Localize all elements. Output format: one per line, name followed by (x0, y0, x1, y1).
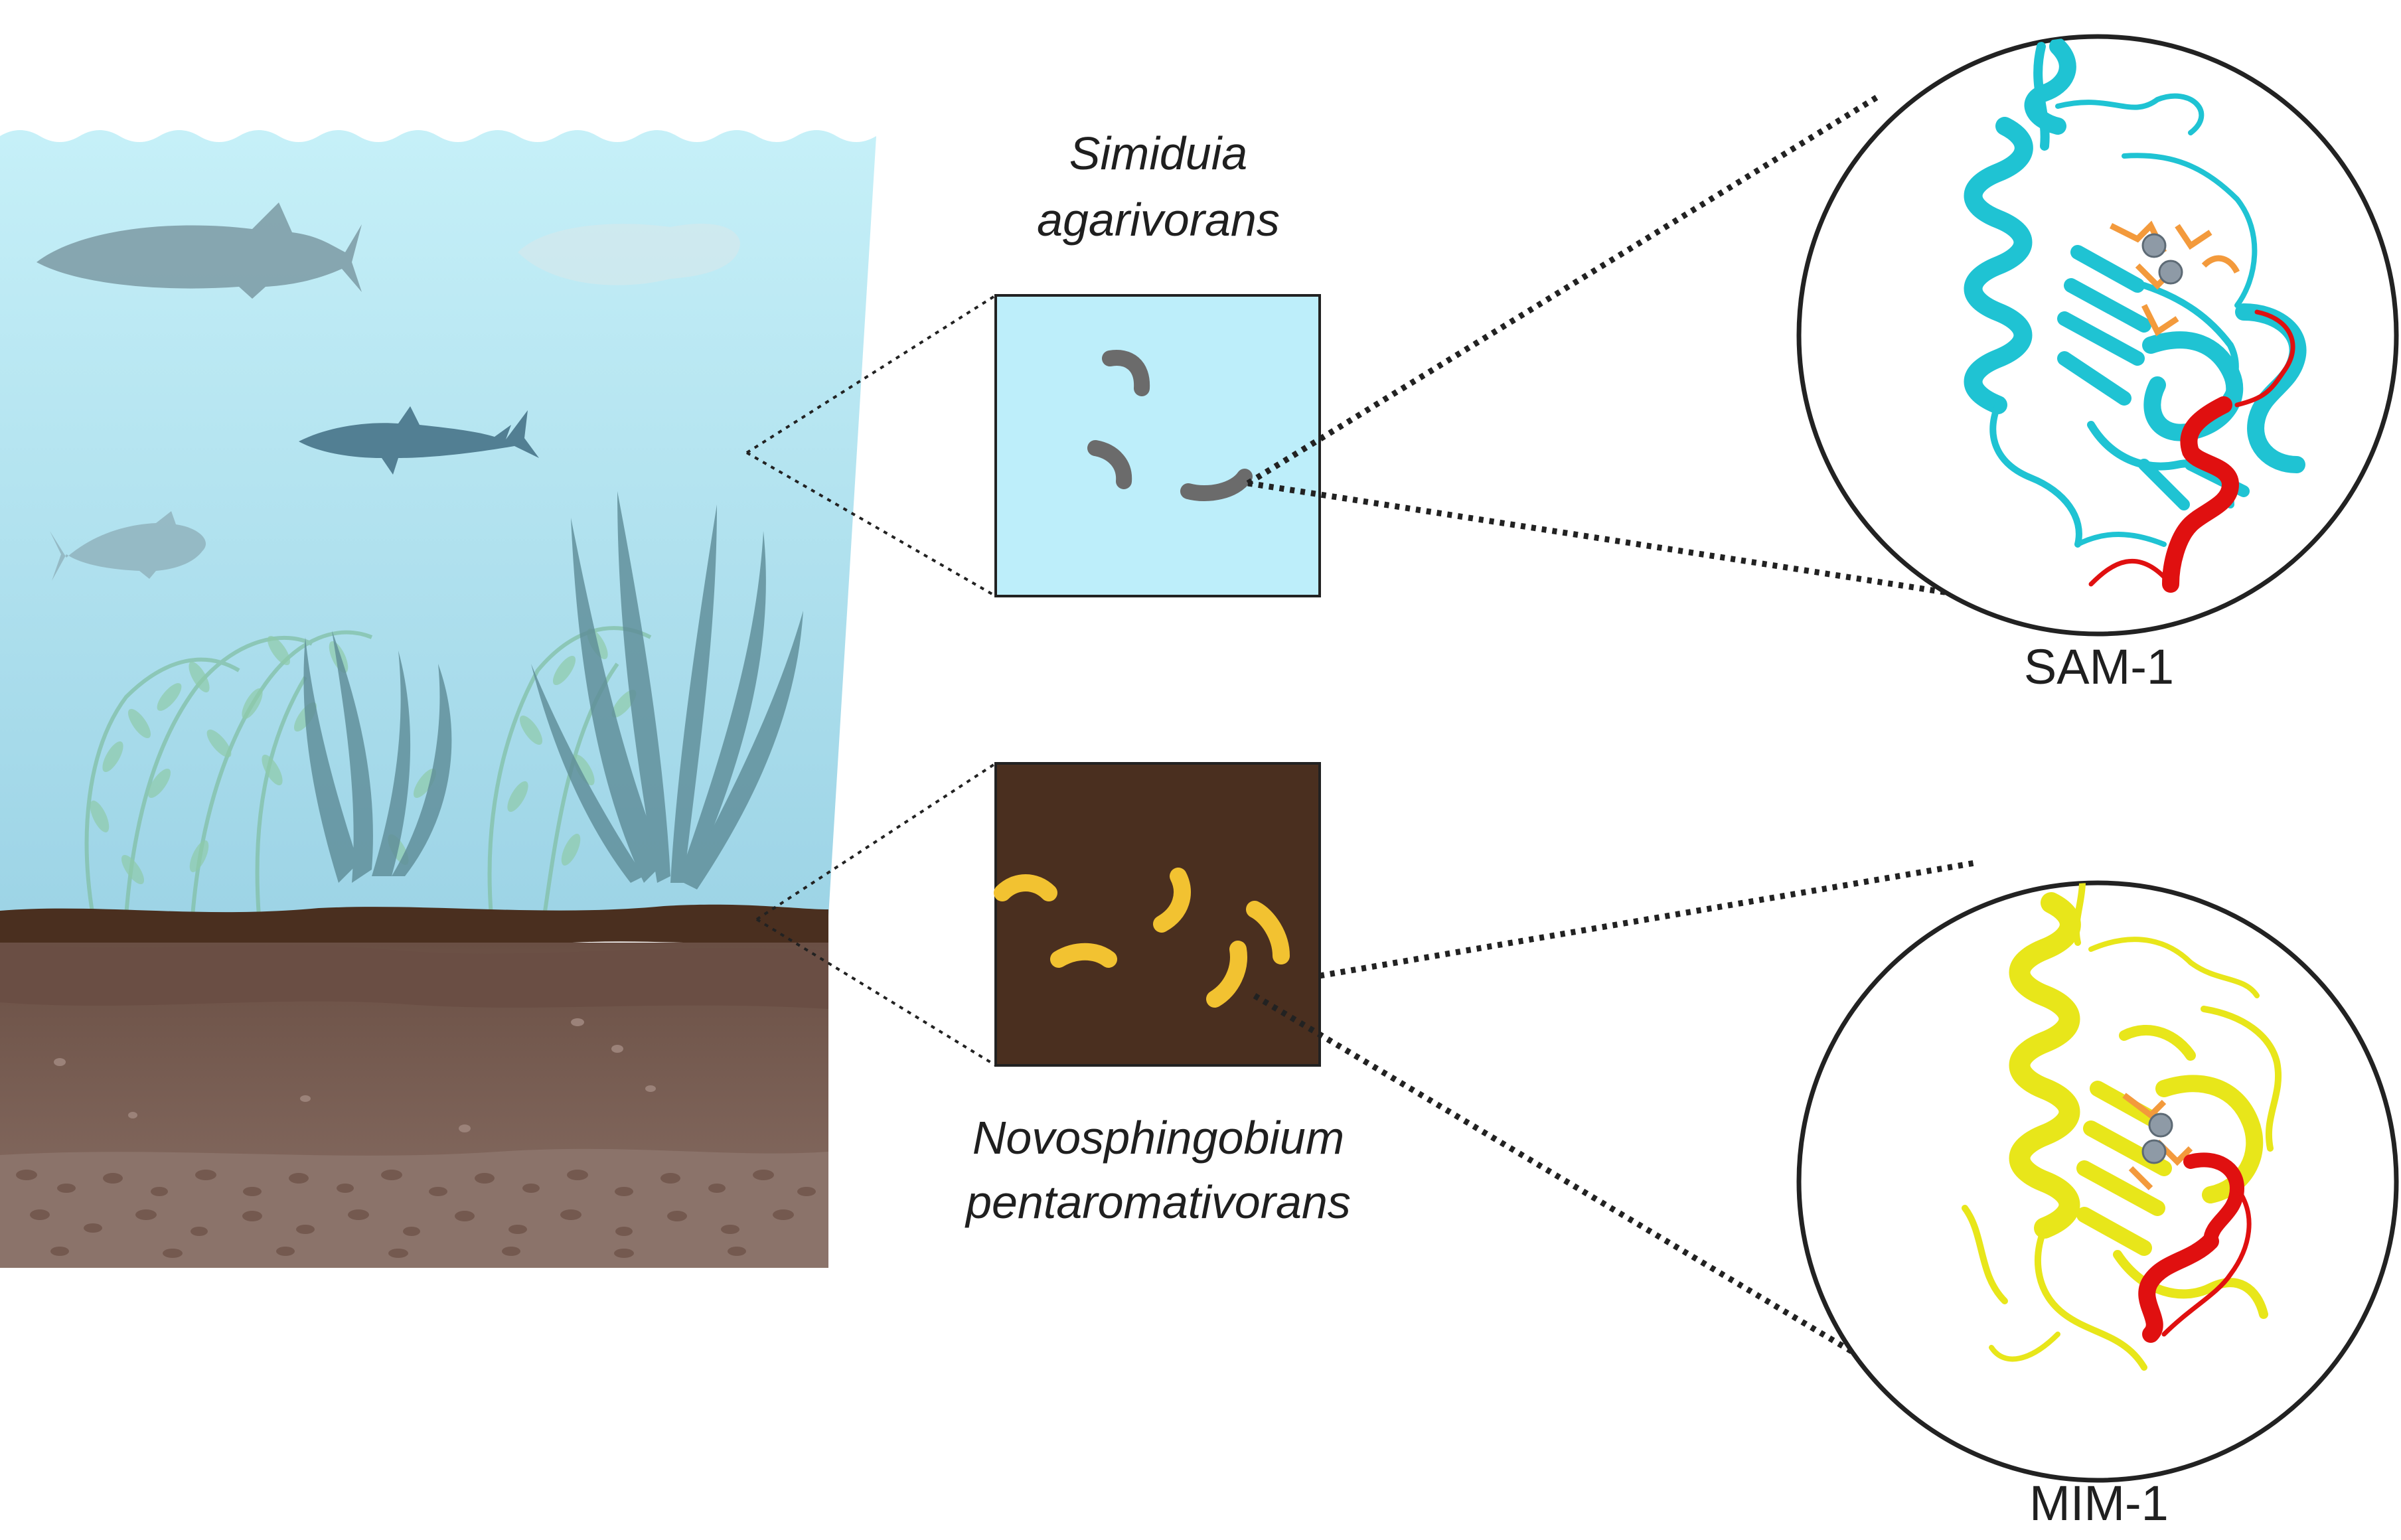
ocean-scene (0, 130, 876, 1268)
fish-silhouette-icon (37, 202, 362, 299)
protein-ribbon-icon (1796, 34, 2399, 637)
sediment-top-layer (0, 904, 828, 949)
metal-ion (2141, 1139, 2167, 1164)
organism-label-bottom-line1: Novosphingobium (972, 1112, 1344, 1164)
protein-ribbon-icon (1796, 880, 2399, 1483)
rod-bacterium-icon (994, 868, 1290, 1008)
organism-label-top-line2: agarivorans (1037, 194, 1280, 246)
kelp-icon (303, 491, 803, 889)
sediment-deep-layer (0, 1148, 828, 1268)
sediment-pebbles (54, 1018, 656, 1132)
sediment-gravel (16, 1170, 816, 1258)
fish-silhouette-icon (50, 511, 206, 581)
highlight-region (2138, 1152, 2252, 1343)
protein-label-bottom: MIM-1 (2029, 1476, 2169, 1531)
rod-bacterium-icon (1087, 350, 1253, 501)
organism-label-bottom-line2: pentaromativorans (965, 1176, 1351, 1228)
zoom-lines-scene (745, 294, 997, 1067)
metal-ion (2141, 233, 2167, 258)
highlight-region (2088, 309, 2295, 593)
water-body (0, 130, 876, 916)
fish-silhouette-icon (518, 223, 740, 285)
metal-ion (2158, 260, 2183, 285)
metal-ion (2148, 1113, 2173, 1138)
organism-box-top (994, 294, 1321, 597)
protein-label-top: SAM-1 (2024, 639, 2174, 694)
organism-label-top-line1: Simiduia (1069, 127, 1247, 179)
zoom-lines-protein (1246, 94, 1979, 1370)
organism-box-bottom (994, 762, 1321, 1067)
shark-silhouette-icon (299, 406, 539, 475)
sediment-band (0, 943, 828, 1009)
